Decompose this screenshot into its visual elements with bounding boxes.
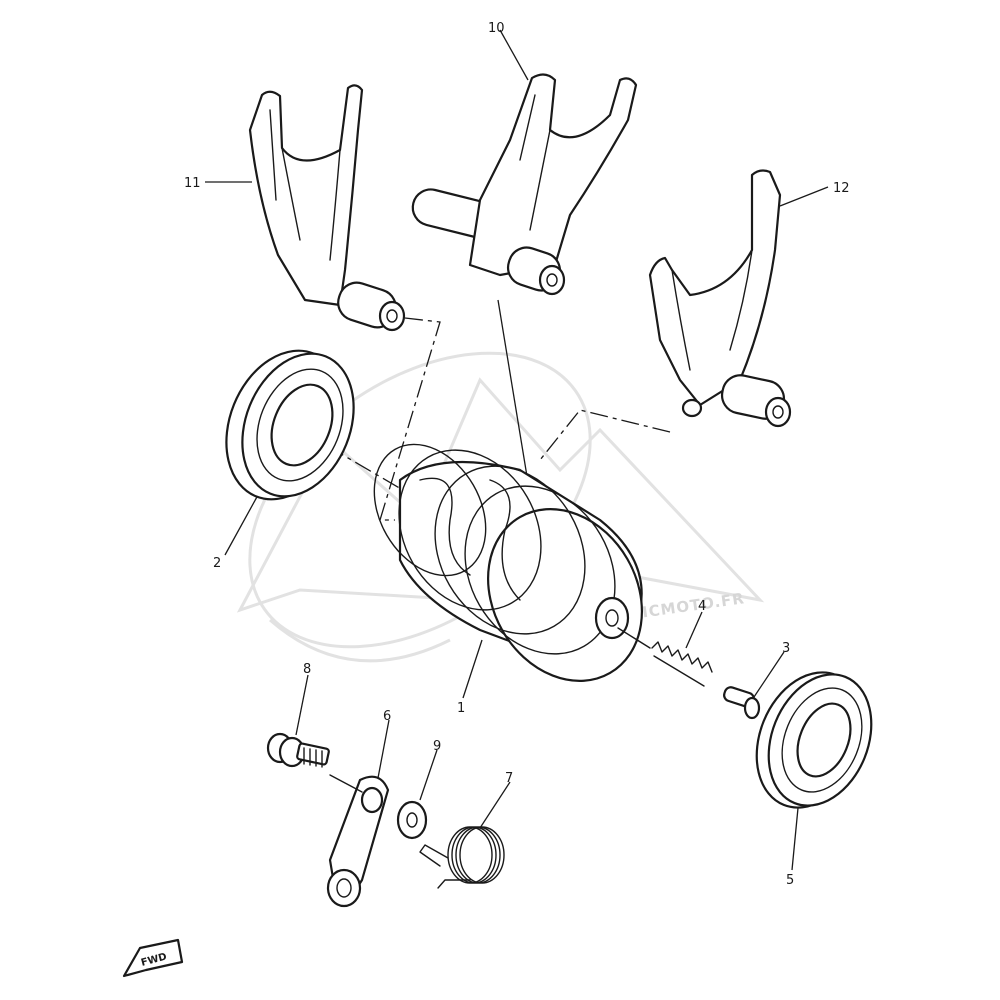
shift-fork-11 <box>248 84 406 332</box>
shift-fork-10 <box>411 73 638 296</box>
pin-3 <box>723 686 761 720</box>
callout-3: 3 <box>782 641 790 656</box>
bearing-5 <box>755 671 873 809</box>
torsion-spring-7 <box>419 826 505 889</box>
spring-4 <box>617 627 713 687</box>
callout-12: 12 <box>833 181 850 196</box>
stopper-lever-6 <box>326 774 390 908</box>
shift-fork-12 <box>648 169 792 428</box>
callout-6: 6 <box>383 709 391 724</box>
bolt-8 <box>266 732 330 768</box>
callout-10: 10 <box>488 21 505 36</box>
callout-7: 7 <box>505 771 513 786</box>
callout-2: 2 <box>213 556 221 571</box>
callout-4: 4 <box>698 599 706 614</box>
callouts: 10 11 12 2 1 4 3 5 8 6 9 7 <box>184 21 850 888</box>
callout-5: 5 <box>786 873 794 888</box>
washer-9 <box>396 800 428 840</box>
callout-1: 1 <box>457 701 465 716</box>
callout-8: 8 <box>303 662 311 677</box>
callout-9: 9 <box>433 739 441 754</box>
fwd-direction-badge: FWD <box>122 938 184 978</box>
bearing-2 <box>225 349 355 501</box>
shift-drum-1 <box>373 443 643 682</box>
callout-11: 11 <box>184 176 201 191</box>
